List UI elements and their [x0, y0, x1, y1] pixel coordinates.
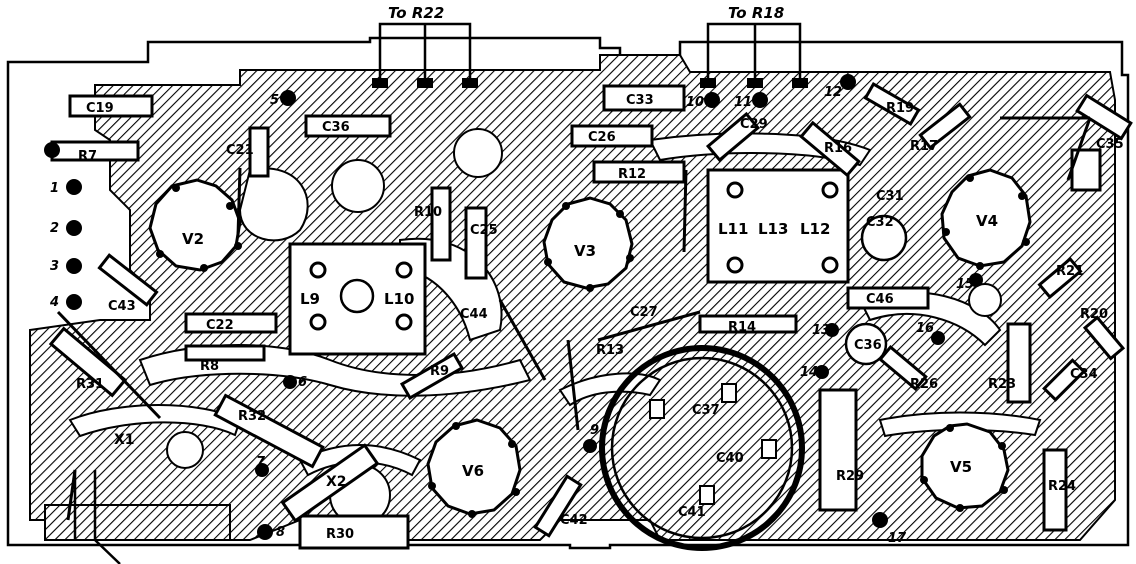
pin-8-label: 8 [276, 525, 285, 540]
cap-c44-label: C44 [460, 307, 488, 322]
coil-l12-label: L12 [800, 220, 830, 238]
cap-c41-label: C41 [678, 505, 706, 520]
res-r12-label: R12 [618, 167, 646, 182]
valve-v4-label: V4 [976, 212, 998, 230]
pin-14-label: 14 [800, 365, 818, 380]
pin-15-label: 15 [956, 277, 974, 292]
pin-12-label: 12 [824, 85, 842, 100]
cap-c22-label: C22 [206, 318, 234, 333]
cap-c35-label: C35 [1096, 137, 1124, 152]
cap-c27-label: C27 [630, 305, 658, 320]
edge-connector [44, 504, 231, 541]
res-r32-label: R32 [238, 409, 266, 424]
pin-16-label: 16 [916, 321, 934, 336]
res-r30-label: R30 [326, 527, 354, 542]
cap-c38-body [844, 322, 888, 366]
res-r8-label: R8 [200, 359, 219, 374]
cap-c31-label: C31 [876, 189, 904, 204]
cap-c19-label: C19 [86, 101, 114, 116]
crystal-x2-label: X2 [326, 474, 347, 490]
pin-9-label: 9 [590, 423, 599, 438]
coil-l13-label: L13 [758, 220, 788, 238]
cap-c34-label: C34 [1070, 367, 1098, 382]
pin-17-label: 17 [888, 531, 907, 546]
cap-c36-right-label: C36 [854, 338, 882, 353]
pin-1-label: 1 [50, 181, 59, 196]
coil-l11-label: L11 [718, 220, 748, 238]
terminal-pads [44, 74, 983, 540]
valve-v5-label: V5 [950, 458, 972, 476]
valve-pins [156, 174, 1030, 518]
pin-2-label: 2 [50, 221, 59, 236]
cap-c32-label: C32 [866, 215, 894, 230]
coil-l9-label: L9 [300, 290, 320, 308]
pin-4-label: 4 [49, 295, 59, 310]
cap-c26-label: C26 [588, 130, 616, 145]
cap-c46-label: C46 [866, 292, 894, 307]
valve-v6-label: V6 [462, 462, 484, 480]
pin-11-label: 11 [734, 95, 752, 110]
res-r23-label: R23 [988, 377, 1016, 392]
res-r9-label: R9 [430, 364, 449, 379]
pin-3-label: 3 [50, 259, 59, 274]
res-r31-label: R31 [76, 377, 104, 392]
pin-13-label: 13 [812, 323, 830, 338]
component-bodies-rotated [48, 82, 1133, 538]
res-r16-label: R16 [824, 141, 852, 156]
cap-c33-label: C33 [626, 93, 654, 108]
res-r29-label: R29 [836, 469, 864, 484]
valve-sockets [148, 168, 1032, 516]
res-r14-label: R14 [728, 320, 756, 335]
res-r7-label: R7 [78, 149, 97, 164]
pin-10-label: 10 [686, 95, 704, 110]
cap-c43-label: C43 [108, 299, 136, 314]
res-r21-label: R21 [1056, 264, 1084, 279]
board-outline [6, 36, 1130, 550]
cap-c40-label: C40 [716, 451, 744, 466]
res-r24-label: R24 [1048, 479, 1076, 494]
cap-c21-label: C21 [226, 143, 254, 158]
pin-6-label: 6 [298, 375, 307, 390]
coil-l10-label: L10 [384, 290, 414, 308]
connector-lead [73, 470, 121, 564]
wire-links [56, 116, 1092, 521]
header-to-r18: To R18 [728, 4, 784, 22]
res-r20-label: R20 [1080, 307, 1108, 322]
pin-7-label: 7 [256, 455, 266, 470]
header-wires [378, 22, 802, 82]
crystal-x1-label: X1 [114, 432, 135, 448]
res-r19-label: R19 [886, 101, 914, 116]
cap-c32-body [860, 214, 908, 262]
cap-c42-label: C42 [560, 513, 588, 528]
res-r10-label: R10 [414, 205, 442, 220]
large-capacitor-outer [599, 345, 805, 551]
res-r13-label: R13 [596, 343, 624, 358]
res-r17-label: R17 [910, 139, 938, 154]
header-to-r22: To R22 [388, 4, 444, 22]
res-r26-label: R26 [910, 377, 938, 392]
coil-pads [309, 181, 839, 331]
cap-c36-top-label: C36 [322, 120, 350, 135]
valve-v2-label: V2 [182, 230, 204, 248]
valve-v3-label: V3 [574, 242, 596, 260]
cap-c29-label: C29 [740, 117, 768, 132]
header-pads [372, 78, 808, 88]
cap-c25-label: C25 [470, 223, 498, 238]
component-bodies [50, 84, 1102, 550]
cap-c37-label: C37 [692, 403, 720, 418]
large-capacitor-inner [610, 356, 794, 540]
pin-5-label: 5 [270, 93, 279, 108]
